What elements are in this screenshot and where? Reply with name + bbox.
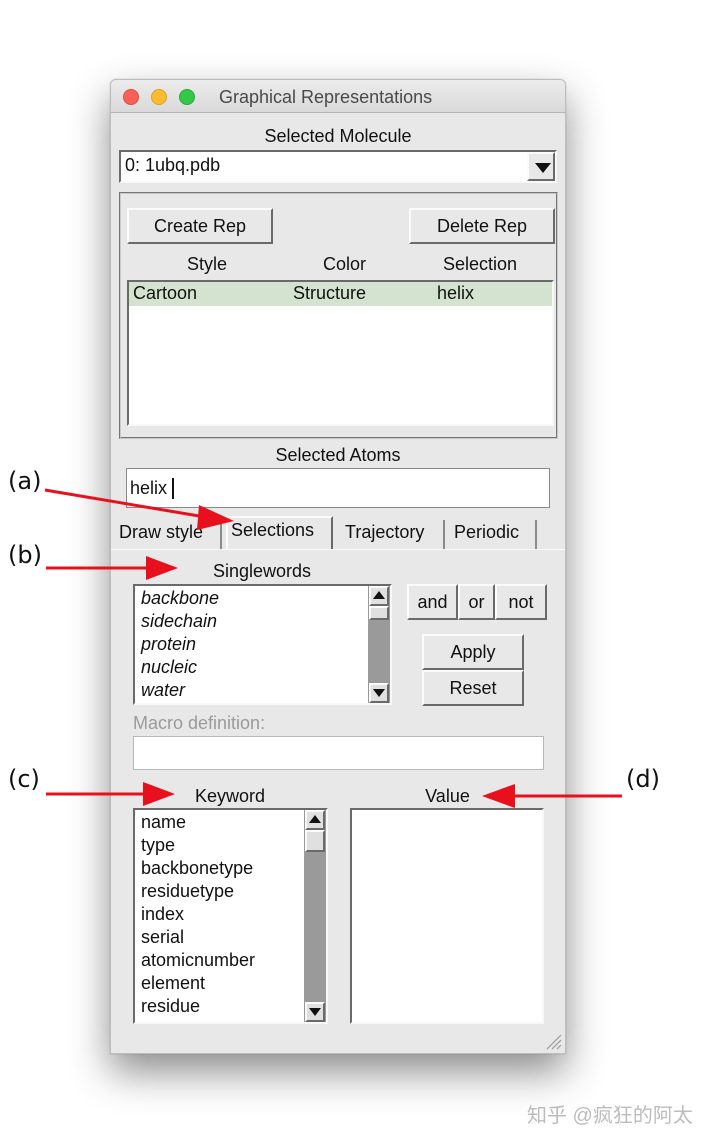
- singlewords-list[interactable]: backbone sidechain protein nucleic water: [133, 584, 392, 705]
- keyword-label: Keyword: [194, 786, 266, 806]
- selected-molecule-label: Selected Molecule: [264, 126, 412, 146]
- arrow-up-icon: [373, 591, 385, 599]
- arrow-down-icon: [373, 689, 385, 697]
- not-button[interactable]: not: [495, 584, 547, 620]
- column-header-selection: Selection: [443, 254, 518, 274]
- scroll-down-button[interactable]: [305, 1002, 325, 1022]
- scroll-thumb[interactable]: [305, 830, 325, 852]
- selected-atoms-text: helix: [130, 478, 168, 498]
- list-item[interactable]: residuetype: [141, 881, 235, 901]
- rep-style-cell: Cartoon: [133, 283, 198, 303]
- tab-draw-style[interactable]: Draw style: [116, 520, 222, 550]
- list-item[interactable]: backbone: [141, 588, 220, 608]
- list-item[interactable]: protein: [141, 634, 197, 654]
- keyword-list[interactable]: name type backbonetype residuetype index…: [133, 808, 328, 1024]
- macro-definition-label: Macro definition:: [133, 713, 266, 733]
- annotation-label-c: (c): [8, 765, 40, 793]
- list-item[interactable]: water: [141, 680, 186, 700]
- tab-periodic[interactable]: Periodic: [451, 520, 537, 550]
- and-button[interactable]: and: [407, 584, 458, 620]
- minimize-button[interactable]: [151, 89, 167, 105]
- or-button[interactable]: or: [458, 584, 495, 620]
- selected-atoms-label: Selected Atoms: [275, 445, 401, 465]
- scroll-down-button[interactable]: [369, 683, 389, 703]
- arrow-b-icon: [46, 556, 178, 580]
- chevron-down-icon: [535, 163, 551, 173]
- create-rep-button[interactable]: Create Rep: [127, 208, 273, 244]
- reps-frame: Create Rep Delete Rep Style Color Select…: [119, 192, 558, 439]
- arrow-c-icon: [46, 782, 175, 806]
- reps-list[interactable]: Cartoon Structure helix: [127, 280, 554, 426]
- arrow-down-icon: [309, 1008, 321, 1016]
- column-header-style: Style: [187, 254, 228, 274]
- title-bar: Graphical Representations: [111, 80, 565, 113]
- annotation-label-b: (b): [8, 541, 42, 569]
- scroll-thumb[interactable]: [369, 606, 389, 620]
- singlewords-label: Singlewords: [212, 561, 312, 581]
- close-button[interactable]: [123, 89, 139, 105]
- tab-bar: Draw style Selections Trajectory Periodi…: [116, 516, 560, 550]
- watermark: 知乎 @疯狂的阿太: [527, 1105, 693, 1127]
- value-label: Value: [425, 786, 470, 806]
- molecule-dropdown[interactable]: 0: 1ubq.pdb: [119, 150, 557, 183]
- list-item[interactable]: type: [141, 835, 176, 855]
- list-item[interactable]: residue: [141, 996, 201, 1016]
- tab-trajectory[interactable]: Trajectory: [342, 520, 445, 550]
- delete-rep-button[interactable]: Delete Rep: [409, 208, 555, 244]
- scroll-up-button[interactable]: [305, 810, 325, 830]
- list-item[interactable]: serial: [141, 927, 185, 947]
- tab-selections[interactable]: Selections: [226, 516, 333, 550]
- macro-definition-input[interactable]: [133, 736, 544, 770]
- singlewords-scrollbar[interactable]: [368, 586, 390, 703]
- selected-atoms-input[interactable]: helix: [126, 468, 550, 508]
- resize-grip-icon[interactable]: [543, 1031, 563, 1051]
- rep-color-cell: Structure: [293, 283, 367, 303]
- zoom-button[interactable]: [179, 89, 195, 105]
- list-item[interactable]: backbonetype: [141, 858, 254, 878]
- list-item[interactable]: element: [141, 973, 206, 993]
- column-header-color: Color: [323, 254, 367, 274]
- list-item[interactable]: sidechain: [141, 611, 218, 631]
- text-cursor: [172, 478, 174, 499]
- tab-divider: [111, 549, 565, 550]
- dropdown-arrow-button[interactable]: [527, 152, 555, 181]
- list-item[interactable]: nucleic: [141, 657, 198, 677]
- rep-selection-cell: helix: [437, 283, 475, 303]
- keyword-scrollbar[interactable]: [304, 810, 326, 1022]
- window-title: Graphical Representations: [219, 87, 433, 107]
- list-item[interactable]: atomicnumber: [141, 950, 256, 970]
- arrow-a-icon: [44, 488, 234, 530]
- list-item[interactable]: index: [141, 904, 185, 924]
- apply-button[interactable]: Apply: [422, 634, 524, 670]
- graphical-representations-window: Graphical Representations Selected Molec…: [110, 79, 566, 1054]
- reset-button[interactable]: Reset: [422, 670, 524, 706]
- rep-row[interactable]: Cartoon Structure helix: [129, 282, 552, 306]
- annotation-label-a: (a): [8, 467, 42, 495]
- value-list[interactable]: [350, 808, 544, 1024]
- list-item[interactable]: name: [141, 812, 187, 832]
- molecule-dropdown-value: 0: 1ubq.pdb: [125, 155, 221, 175]
- arrow-up-icon: [309, 815, 321, 823]
- annotation-label-d: (d): [626, 765, 660, 793]
- scroll-up-button[interactable]: [369, 586, 389, 606]
- arrow-d-icon: [482, 784, 622, 808]
